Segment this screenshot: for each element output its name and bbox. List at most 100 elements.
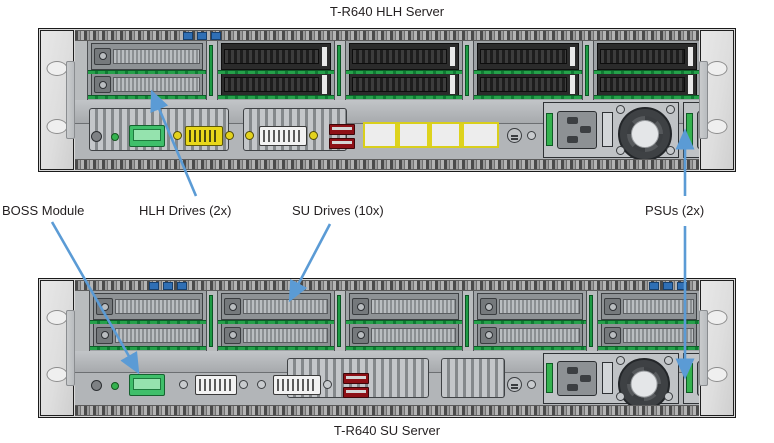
drive-latch-icon (352, 298, 369, 316)
drive-vent-icon (224, 77, 319, 93)
psu-latch[interactable] (602, 112, 613, 147)
drive[interactable] (349, 71, 459, 99)
hlh-drive[interactable] (91, 71, 203, 99)
bottom-server-title: T-R640 SU Server (333, 423, 441, 438)
drive-vent-icon (623, 299, 694, 315)
serial-pins-icon (199, 378, 233, 391)
su-drive[interactable] (477, 292, 583, 321)
su-drive[interactable] (93, 321, 203, 350)
vent-indicator (197, 32, 207, 40)
serial-pins-icon (189, 129, 219, 142)
drive-vent-icon (371, 327, 456, 343)
fan-screw-icon (616, 146, 625, 155)
drive-rail (474, 346, 586, 351)
port-screw-icon (309, 130, 318, 140)
expansion-slot-blank[interactable] (363, 121, 499, 148)
drive-vent-icon (499, 327, 580, 343)
usb-port[interactable] (329, 123, 355, 135)
bottom-vent-strip (75, 405, 699, 416)
su-drive[interactable] (221, 292, 331, 321)
riser-vent (441, 358, 505, 398)
su-drive[interactable] (477, 321, 583, 350)
vent-indicator (663, 282, 673, 290)
port-screw-icon (527, 130, 536, 140)
vent-indicator (649, 282, 659, 290)
rack-ear-latch[interactable] (66, 310, 75, 386)
su-drive[interactable] (601, 292, 697, 321)
drive[interactable] (349, 42, 459, 70)
drive-handle-icon (321, 46, 328, 67)
psu-latch[interactable] (602, 362, 613, 394)
su-drive[interactable] (601, 321, 697, 350)
rack-ear-latch[interactable] (699, 310, 708, 386)
psu-power-inlet[interactable] (697, 110, 699, 150)
vga-port[interactable] (273, 374, 321, 395)
port-screw-icon (257, 379, 266, 389)
psu-handle[interactable] (686, 112, 693, 147)
drive-vent-icon (480, 48, 567, 64)
drive[interactable] (597, 42, 697, 70)
drive-handle-icon (321, 74, 328, 95)
su-drive-bay[interactable] (89, 291, 207, 351)
su-drive-bay[interactable] (473, 291, 587, 351)
vga-port[interactable] (259, 125, 307, 146)
power-button[interactable] (91, 130, 102, 142)
rack-ear-latch[interactable] (699, 61, 708, 139)
drive-vent-icon (113, 77, 200, 93)
su-drive[interactable] (349, 292, 459, 321)
psu-handle[interactable] (546, 362, 553, 394)
drive[interactable] (221, 42, 331, 70)
su-drive-bay[interactable] (345, 291, 463, 351)
drive[interactable] (597, 71, 697, 99)
drive-bay[interactable] (217, 41, 335, 100)
hlh-drive-bay[interactable] (87, 41, 207, 100)
su-chassis-body (75, 280, 699, 416)
boss-module[interactable] (129, 373, 165, 396)
status-led-icon (111, 381, 119, 390)
usb-port[interactable] (329, 137, 355, 149)
drive[interactable] (477, 42, 579, 70)
serial-port[interactable] (195, 374, 237, 395)
rack-ear-hole (706, 119, 728, 135)
su-drive-bay[interactable] (597, 291, 699, 351)
drive-latch-icon (604, 326, 621, 344)
psu-unit[interactable] (543, 102, 679, 161)
psu-unit[interactable] (683, 102, 699, 158)
hlh-drive[interactable] (91, 42, 203, 70)
psu-fan (618, 107, 672, 161)
ground-stud-icon (507, 376, 522, 392)
drive-rail (218, 320, 334, 325)
psu-handle[interactable] (546, 112, 553, 147)
psu-unit[interactable] (543, 353, 679, 410)
drive-vent-icon (243, 327, 328, 343)
su-drive[interactable] (93, 292, 203, 321)
drive-bay[interactable] (593, 41, 699, 100)
drive-bay[interactable] (473, 41, 583, 100)
drive[interactable] (221, 71, 331, 99)
drive-bay[interactable] (345, 41, 463, 100)
serial-port[interactable] (185, 125, 223, 146)
psu-handle[interactable] (686, 362, 693, 394)
drive-rail (594, 95, 699, 100)
rack-ear-hole (706, 61, 728, 77)
power-button[interactable] (91, 379, 102, 391)
drive-rail (88, 69, 206, 74)
drive[interactable] (477, 71, 579, 99)
su-drive-bay[interactable] (217, 291, 335, 351)
usb-port[interactable] (343, 372, 369, 384)
psu-power-inlet[interactable] (557, 110, 597, 150)
psu-power-inlet[interactable] (557, 360, 597, 397)
vent-indicator (149, 282, 159, 290)
psu-unit[interactable] (683, 353, 699, 404)
drive-vent-icon (600, 48, 685, 64)
usb-port[interactable] (343, 386, 369, 398)
drive-rail (598, 320, 699, 325)
su-drive[interactable] (349, 321, 459, 350)
rack-ear-hole (46, 366, 68, 382)
drive-rail (218, 346, 334, 351)
psu-power-inlet[interactable] (697, 360, 699, 397)
rack-ear-latch[interactable] (66, 61, 75, 139)
bay-divider (465, 294, 469, 348)
su-drive[interactable] (221, 321, 331, 350)
boss-module[interactable] (129, 124, 165, 147)
